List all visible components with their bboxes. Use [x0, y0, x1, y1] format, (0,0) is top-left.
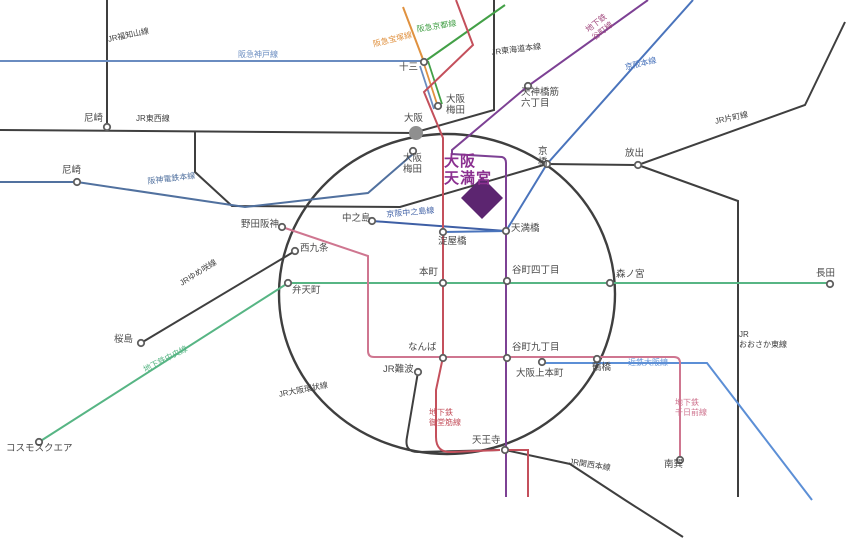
dot-jr-namba	[413, 367, 423, 377]
line-label-sennichimae: 地下鉄 千日前線	[675, 398, 707, 417]
dot-nakanoshima	[367, 216, 377, 226]
station-label-namba: なんば	[408, 342, 437, 353]
line-tanimachi	[451, 0, 649, 497]
station-label-cosmosquare: コスモスクエア	[6, 443, 73, 454]
station-label-morinomiya: 森ノ宮	[616, 269, 645, 280]
station-label-osaka: 大阪	[404, 113, 424, 124]
line-label-kintetsu-osaka: 近鉄大阪線	[628, 358, 668, 367]
station-label-osaka-umeda-hanshin: 大阪 梅田	[403, 153, 423, 175]
line-jr-kobe-main	[0, 129, 417, 134]
dot-tenjimbashisuji6	[523, 81, 533, 91]
station-label-jr-namba: JR難波	[383, 364, 414, 375]
station-label-nishikujo: 西九条	[300, 243, 329, 254]
dot-hommachi	[438, 278, 448, 288]
dot-cosmosquare	[34, 437, 44, 447]
dot-osaka-umeda-hanshin	[408, 146, 418, 156]
dot-yodoyabashi	[438, 227, 448, 237]
station-label-yodoyabashi: 淀屋橋	[438, 236, 467, 247]
dot-osaka-uehommachi	[537, 357, 547, 367]
line-jr-kansai	[504, 449, 684, 538]
line-kintetsu-osaka	[542, 362, 813, 501]
tenmangu-shrine-diamond	[461, 177, 503, 219]
dot-tennoji	[500, 445, 510, 455]
dot-tanimachi9	[502, 353, 512, 363]
dot-osaka-hub	[409, 126, 423, 140]
line-sennichimae	[281, 226, 681, 460]
dot-bentencho	[283, 278, 293, 288]
line-label-jr-tozai: JR東西線	[136, 114, 170, 123]
station-label-noda-hanshin: 野田阪神	[241, 219, 280, 230]
station-label-osaka-uehommachi: 大阪上本町	[516, 368, 564, 379]
line-hankyu-kyoto	[423, 4, 506, 63]
line-label-osaka-higashi: JR おおさか東線	[739, 330, 787, 349]
station-label-amagasaki-hanshin: 尼崎	[62, 165, 82, 176]
station-label-kyobashi: 京 橋	[538, 146, 548, 168]
station-label-tanimachi9: 谷町九丁目	[512, 342, 560, 353]
dot-tanimachi4	[502, 276, 512, 286]
line-hankyu-takarazuka	[402, 6, 425, 63]
line-label-hankyu-kobe: 阪急神戸線	[238, 50, 278, 59]
dot-osaka-umeda-hankyu	[433, 101, 443, 111]
station-label-minami-tatsumi: 南巽	[664, 459, 684, 470]
station-label-nagata: 長田	[816, 268, 836, 279]
dot-kyobashi	[542, 159, 552, 169]
station-label-tennoji: 天王寺	[472, 435, 501, 446]
line-hanshin-main	[0, 153, 414, 209]
dot-nagata	[825, 279, 835, 289]
dot-namba	[438, 353, 448, 363]
dot-amagasaki-hanshin	[72, 177, 82, 187]
station-label-nakanoshima: 中之島	[342, 213, 371, 224]
station-label-osaka-umeda-hankyu: 大阪 梅田	[446, 94, 466, 116]
dot-tsuruhashi	[592, 354, 602, 364]
line-keihan-nakanoshima	[371, 220, 507, 232]
line-jr-osaka-higashi	[637, 164, 739, 497]
dot-hanaten	[633, 160, 643, 170]
line-label-midosuji: 地下鉄 御堂筋線	[429, 408, 461, 427]
line-keihan-main	[442, 0, 694, 233]
station-label-juso: 十三	[399, 62, 419, 73]
tenmangu-shrine-label: 大阪 天満宮	[444, 153, 493, 187]
station-label-tanimachi4: 谷町四丁目	[512, 265, 560, 276]
line-jr-loop-circle	[277, 132, 617, 456]
station-label-tenjimbashisuji6: 天神橋筋 六丁目	[521, 87, 560, 109]
dot-nishikujo	[290, 246, 300, 256]
line-jr-yumesaki	[140, 250, 296, 344]
station-label-amagasaki-jr: 尼崎	[84, 113, 104, 124]
dot-morinomiya	[605, 278, 615, 288]
line-midosuji	[422, 0, 529, 497]
dot-amagasaki-jr	[102, 122, 112, 132]
station-dots	[34, 57, 835, 465]
line-jr-katamachi	[546, 21, 846, 167]
dot-minami-tatsumi	[675, 455, 685, 465]
dot-sakurajima	[136, 338, 146, 348]
station-label-temmabashi: 天満橋	[511, 223, 540, 234]
station-label-hanaten: 放出	[625, 148, 645, 159]
dot-juso	[419, 57, 429, 67]
station-label-hommachi: 本町	[419, 267, 439, 278]
dot-noda-hanshin	[277, 222, 287, 232]
line-jr-namba-link	[405, 371, 501, 454]
dot-temmabashi	[501, 226, 511, 236]
station-label-bentencho: 弁天町	[292, 285, 321, 296]
station-label-sakurajima: 桜島	[114, 334, 134, 345]
station-label-tsuruhashi: 鶴橋	[592, 362, 612, 373]
line-hankyu-bundle-blue	[419, 65, 435, 110]
line-jr-tokaido	[419, 0, 495, 132]
